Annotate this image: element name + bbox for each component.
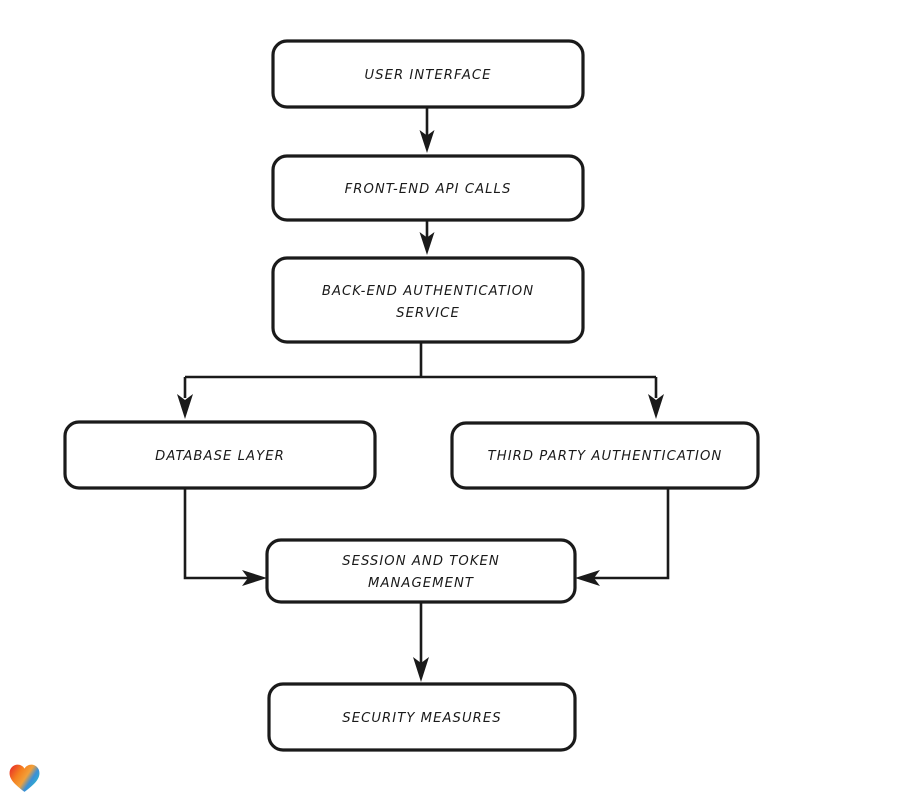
arrow-head-left xyxy=(575,570,600,586)
node-shape[interactable] xyxy=(267,682,577,752)
heart-shape xyxy=(9,764,40,792)
node-label-security-measures: SECURITY MEASURES xyxy=(342,711,501,726)
node-shape[interactable] xyxy=(63,420,377,490)
arrow-head-down xyxy=(413,657,429,682)
node-shape[interactable] xyxy=(265,538,577,604)
edge-line-elbow xyxy=(594,488,670,580)
node-session-token-mgmt[interactable]: SESSION AND TOKEN MANAGEMENT xyxy=(265,538,577,604)
edge-database-to-session xyxy=(183,488,267,586)
heart-icon xyxy=(9,764,40,792)
edge-backend-to-thirdparty xyxy=(648,377,664,419)
node-third-party-auth[interactable]: THIRD PARTY AUTHENTICATION xyxy=(450,421,760,490)
edge-api-to-backend xyxy=(419,220,435,255)
node-shape[interactable] xyxy=(271,256,585,344)
node-label-user-interface: USER INTERFACE xyxy=(364,68,491,83)
node-label-session-token-mgmt-line1: SESSION AND TOKEN xyxy=(342,554,500,569)
arrow-head-right xyxy=(242,570,267,586)
edge-session-to-security xyxy=(413,602,429,682)
node-database-layer[interactable]: DATABASE LAYER xyxy=(63,420,377,490)
node-back-end-auth-service[interactable]: BACK-END AUTHENTICATION SERVICE xyxy=(271,256,585,344)
node-label-back-end-auth-service-line2: SERVICE xyxy=(396,306,460,321)
node-label-third-party-auth: THIRD PARTY AUTHENTICATION xyxy=(488,449,723,464)
node-front-end-api-calls[interactable]: FRONT-END API CALLS xyxy=(271,154,585,222)
node-shape[interactable] xyxy=(271,39,585,109)
node-label-database-layer: DATABASE LAYER xyxy=(155,449,285,464)
node-security-measures[interactable]: SECURITY MEASURES xyxy=(267,682,577,752)
edge-backend-to-database xyxy=(177,377,193,419)
node-user-interface[interactable]: USER INTERFACE xyxy=(271,39,585,109)
node-label-back-end-auth-service-line1: BACK-END AUTHENTICATION xyxy=(322,284,534,299)
arrow-head-down xyxy=(419,232,435,255)
arrow-head-down xyxy=(419,130,435,153)
edge-thirdparty-to-session xyxy=(575,488,670,586)
arrow-head-down xyxy=(648,394,664,419)
edge-backend-split-bus xyxy=(185,342,656,379)
node-shape[interactable] xyxy=(271,154,585,222)
node-shape[interactable] xyxy=(450,421,760,490)
edge-ui-to-api xyxy=(419,107,435,153)
arrow-head-down xyxy=(177,394,193,419)
node-label-front-end-api-calls: FRONT-END API CALLS xyxy=(345,182,512,197)
edge-line-elbow xyxy=(183,488,248,580)
node-label-session-token-mgmt-line2: MANAGEMENT xyxy=(368,576,474,591)
